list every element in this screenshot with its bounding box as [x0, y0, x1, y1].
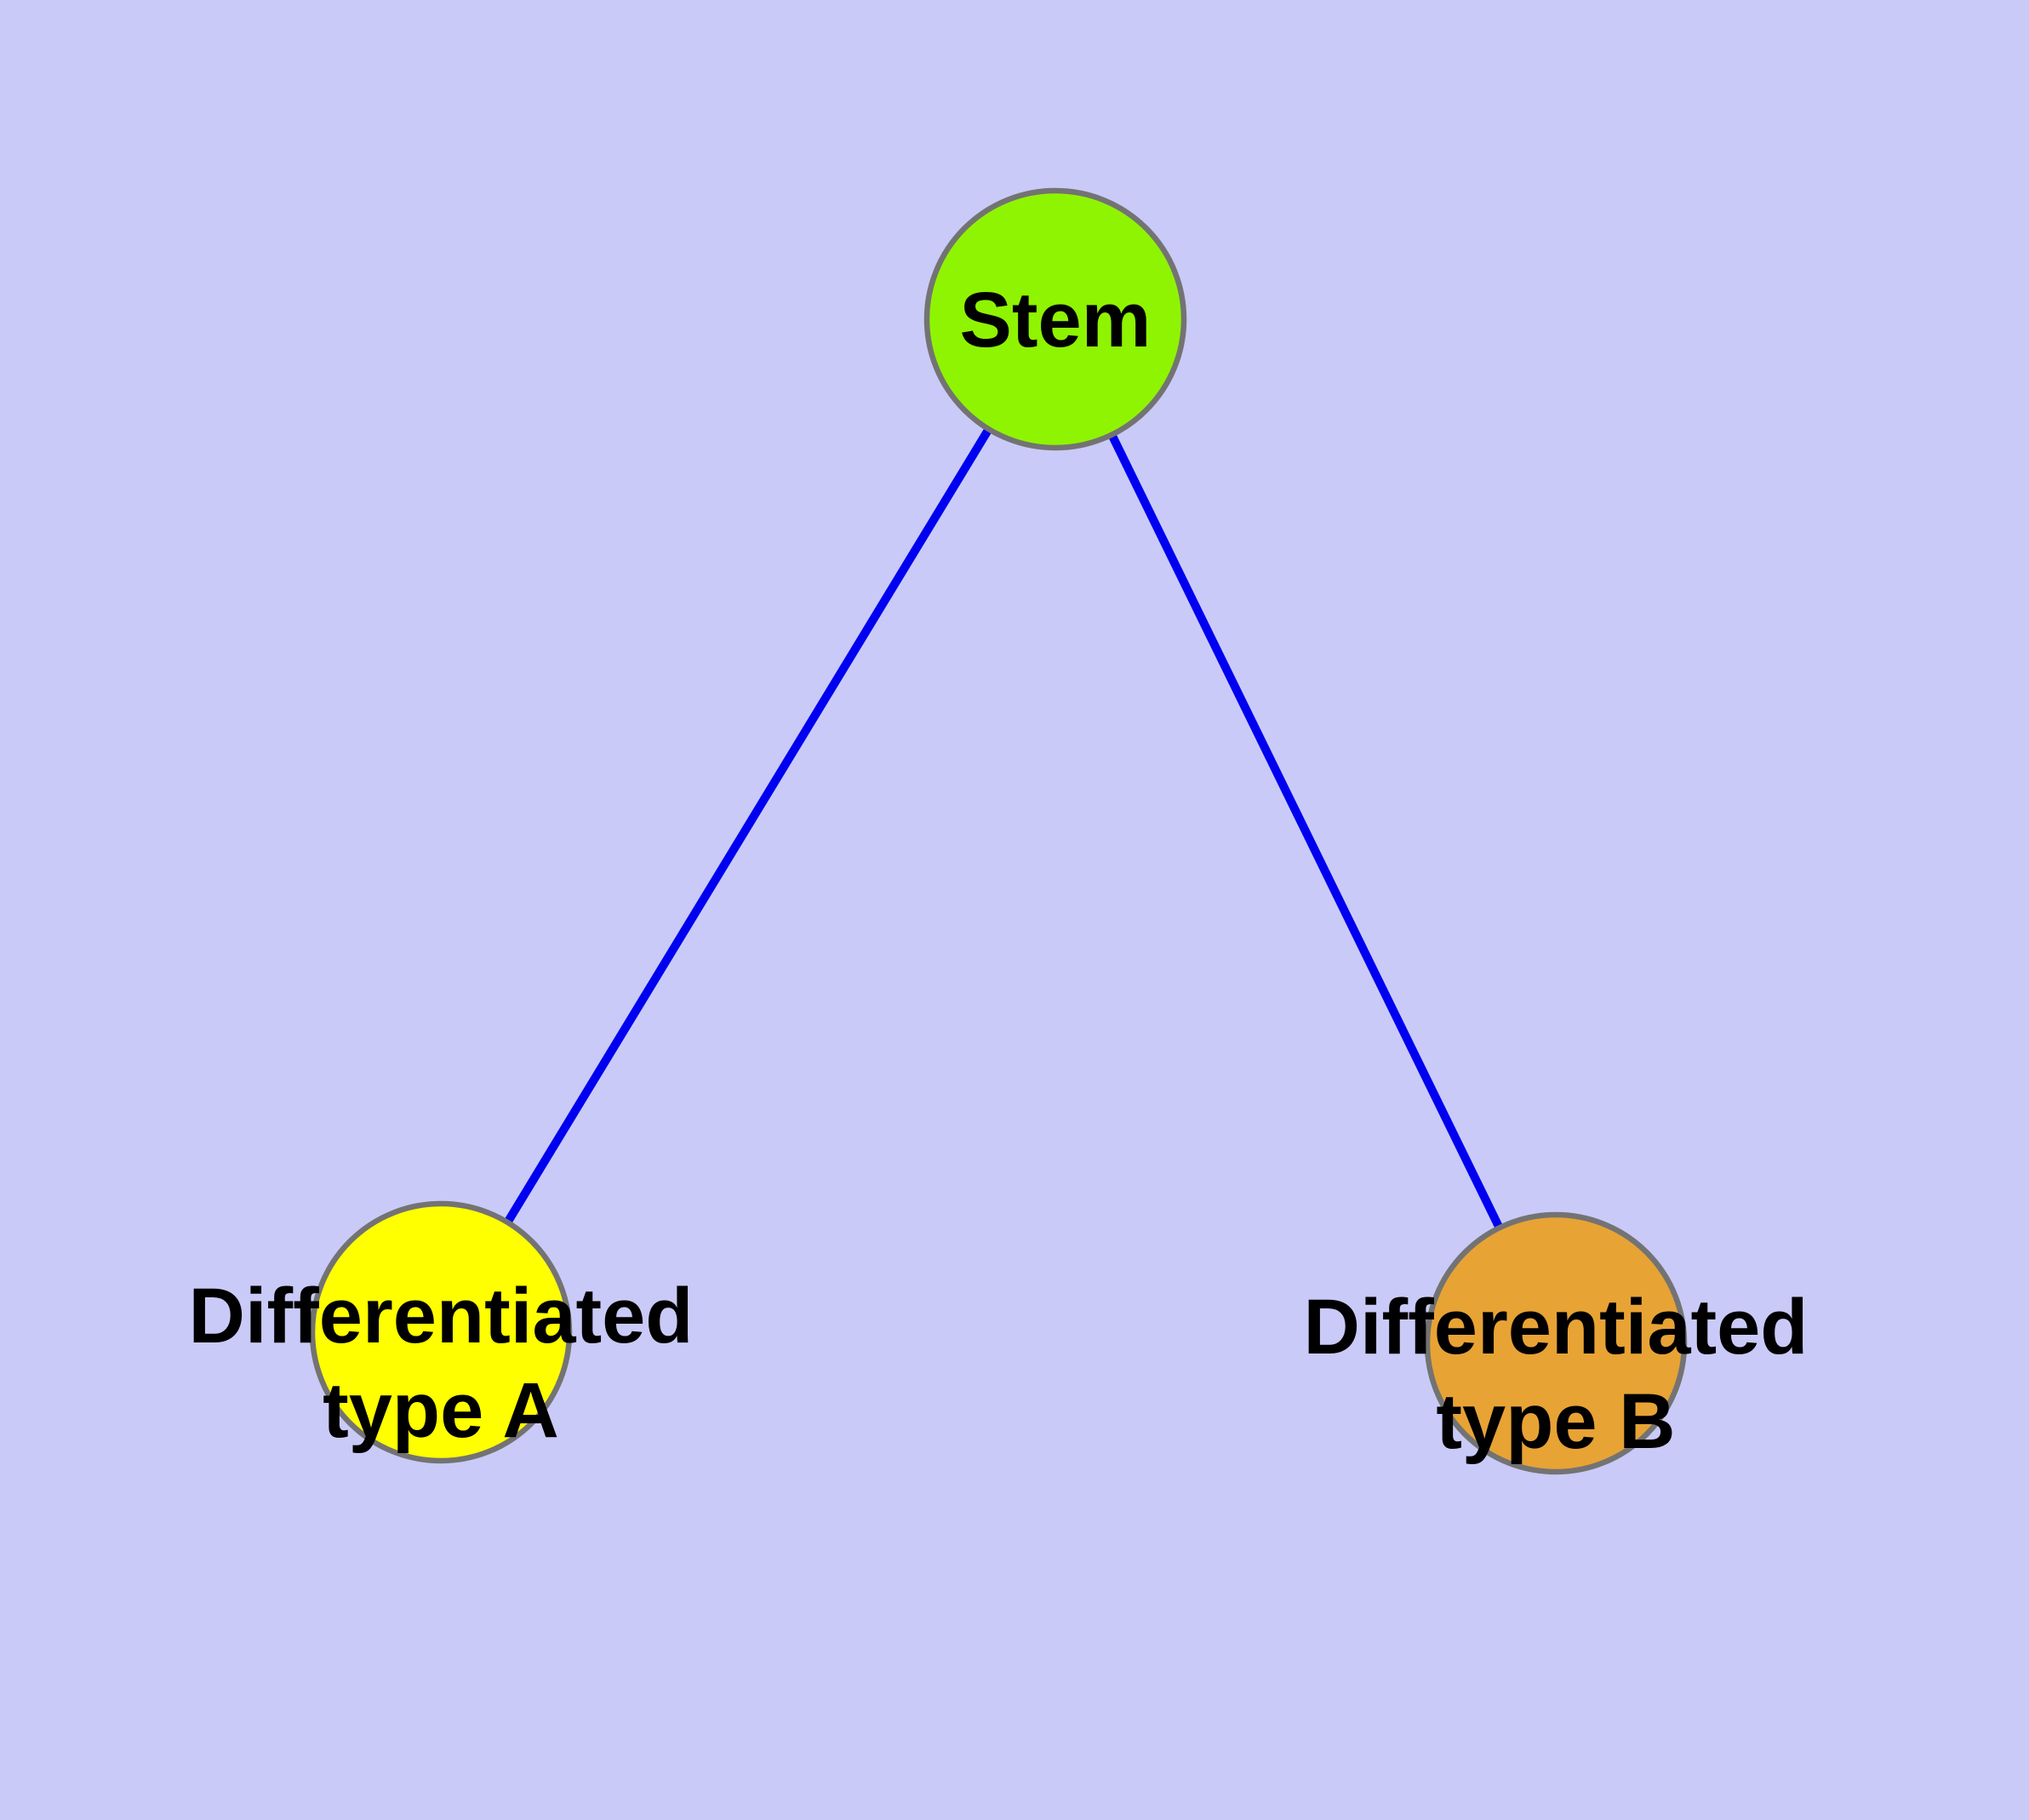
node-differentiated-type-b: Differentiated type B [1304, 1211, 1809, 1475]
node-stem-label: Stem [960, 277, 1152, 363]
node-differentiated-type-a-label-line2: type A [323, 1367, 559, 1454]
node-differentiated-type-b-label-line1: Differentiated [1304, 1284, 1809, 1371]
node-differentiated-type-a-circle [309, 1200, 573, 1464]
node-differentiated-type-b-label-line2: type B [1436, 1378, 1675, 1465]
edge-stem-to-type-a [437, 317, 1060, 1335]
node-differentiated-type-a-label-line1: Differentiated [189, 1273, 694, 1359]
node-differentiated-type-b-circle [1424, 1211, 1688, 1475]
node-differentiated-type-a: Differentiated type A [189, 1200, 694, 1464]
edge-stem-to-type-b [1051, 317, 1560, 1346]
node-stem-circle [923, 187, 1187, 451]
node-stem: Stem [923, 187, 1187, 451]
